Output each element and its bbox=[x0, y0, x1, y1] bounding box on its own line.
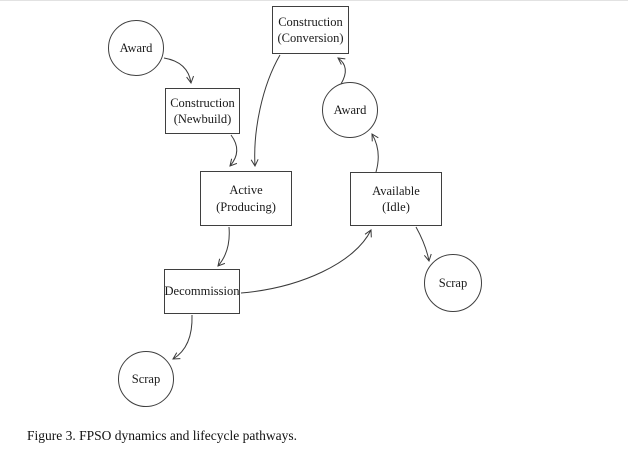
edge-newbuild-to-active bbox=[229, 134, 238, 167]
edge-decommission-to-scrap-left bbox=[172, 314, 193, 360]
node-label: Decommission bbox=[164, 284, 240, 299]
edge-available-to-award-right bbox=[371, 133, 379, 173]
node-label-line2: (Idle) bbox=[382, 200, 410, 214]
edge-award-top-to-newbuild bbox=[163, 57, 195, 85]
node-label-line1: Construction bbox=[170, 95, 235, 110]
node-construction-conversion: Construction (Conversion) bbox=[272, 6, 349, 54]
edge-conversion-to-active bbox=[250, 54, 281, 168]
node-label-line2: (Conversion) bbox=[277, 31, 344, 45]
node-label-line1: Available bbox=[372, 183, 420, 198]
edge-available-to-scrap-right bbox=[415, 226, 432, 263]
node-award-top: Award bbox=[108, 20, 164, 76]
node-award-right: Award bbox=[322, 82, 378, 138]
edge-award-right-to-conversion bbox=[337, 57, 346, 85]
edge-decommission-to-available bbox=[240, 229, 372, 294]
node-decommission: Decommission bbox=[164, 269, 240, 314]
edge-active-to-decommission bbox=[217, 226, 230, 267]
node-scrap-left: Scrap bbox=[118, 351, 174, 407]
node-label: Scrap bbox=[438, 275, 468, 290]
node-label: Award bbox=[333, 102, 367, 117]
node-label: Award bbox=[119, 40, 153, 55]
node-label-line1: Active bbox=[229, 183, 263, 198]
node-label-line2: (Newbuild) bbox=[173, 112, 232, 126]
node-label: Scrap bbox=[131, 371, 161, 386]
node-scrap-right: Scrap bbox=[424, 254, 482, 312]
node-label-line2: (Producing) bbox=[216, 199, 276, 214]
node-label-line1: Construction bbox=[278, 14, 343, 29]
node-active-producing: Active (Producing) bbox=[200, 171, 292, 226]
node-construction-newbuild: Construction (Newbuild) bbox=[165, 88, 240, 134]
figure-caption: Figure 3. FPSO dynamics and lifecycle pa… bbox=[27, 428, 297, 443]
node-available-idle: Available (Idle) bbox=[350, 172, 442, 226]
